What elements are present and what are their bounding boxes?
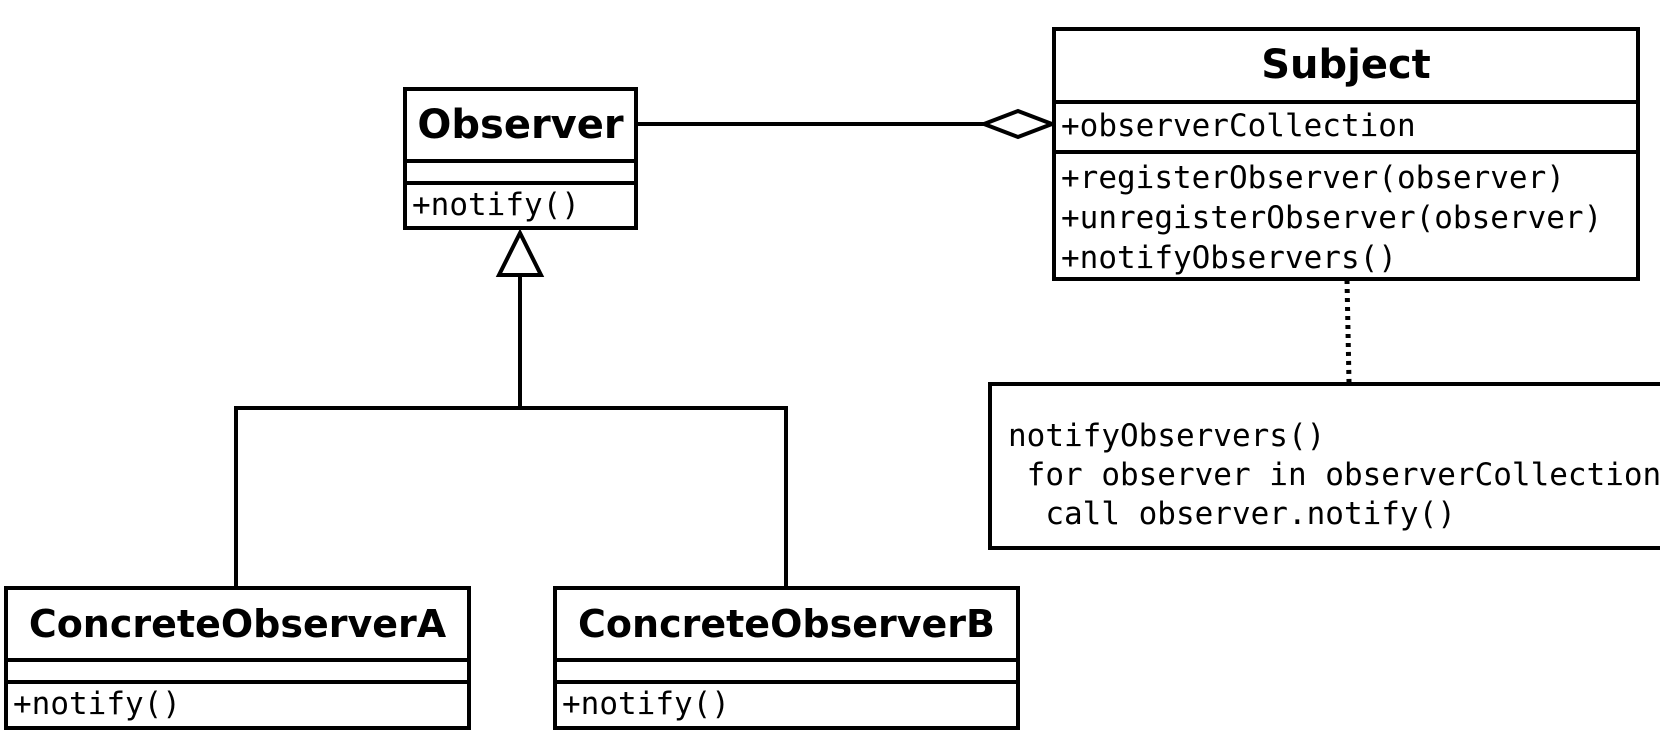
subject-method: +registerObserver(observer) [1061, 160, 1565, 196]
subject-class: Subject +observerCollection +registerObs… [1052, 27, 1640, 281]
subject-attribute: +observerCollection [1061, 108, 1416, 144]
observer-class: Observer +notify() [403, 87, 638, 230]
note-line: notifyObservers() [1008, 418, 1326, 454]
subject-class-name: Subject [1056, 31, 1636, 104]
concrete-observer-b-attributes [557, 662, 1016, 684]
observer-method: +notify() [412, 187, 580, 223]
concrete-observer-b-method: +notify() [562, 686, 730, 722]
concrete-observer-a-class: ConcreteObserverA +notify() [4, 586, 471, 730]
aggregation-diamond [978, 108, 1058, 140]
concrete-observer-a-name: ConcreteObserverA [8, 590, 467, 662]
note-anchor-line [1344, 279, 1352, 383]
concrete-observer-b-name: ConcreteObserverB [557, 590, 1016, 662]
subject-attributes: +observerCollection [1056, 104, 1636, 154]
generalization-arrowhead [495, 228, 545, 277]
inheritance-branch [234, 406, 788, 588]
concrete-observer-a-attributes [8, 662, 467, 684]
subject-method: +unregisterObserver(observer) [1061, 200, 1603, 236]
note-box: notifyObservers() for observer in observ… [988, 382, 1660, 550]
concrete-observer-b-class: ConcreteObserverB +notify() [553, 586, 1020, 730]
note-line: call observer.notify() [1008, 496, 1456, 532]
note-line: for observer in observerCollection [1008, 457, 1660, 493]
concrete-observer-a-method: +notify() [13, 686, 181, 722]
subject-method: +notifyObservers() [1061, 240, 1397, 276]
observer-class-name: Observer [407, 91, 634, 163]
observer-attributes [407, 163, 634, 185]
subject-methods: +registerObserver(observer) +unregisterO… [1056, 154, 1636, 278]
